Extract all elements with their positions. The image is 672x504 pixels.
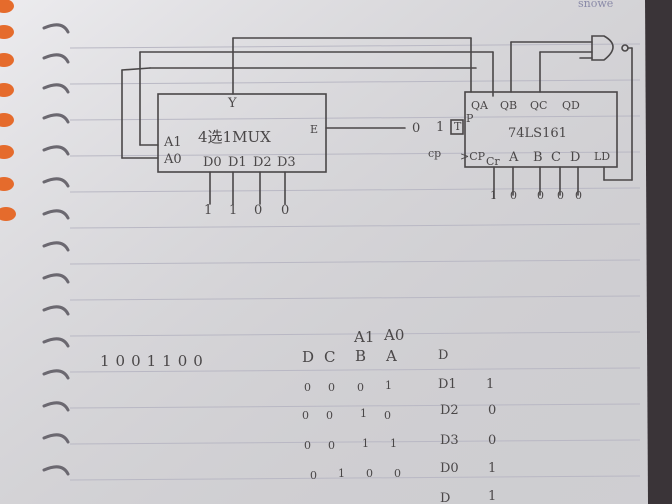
counter-input-b: B (533, 150, 543, 165)
table-col-c: C (324, 348, 336, 366)
enable-link-value: 1 (436, 120, 445, 135)
table-top-a0: A0 (384, 326, 405, 344)
counter-value-c: 0 (557, 189, 564, 202)
table-cell: 1 (362, 437, 369, 450)
table-col-out: D (438, 348, 449, 363)
nand-gate (591, 35, 614, 61)
table-cell: 0 (357, 381, 364, 394)
table-cell: 0 (328, 381, 335, 394)
mux-output-label: Y (228, 96, 237, 111)
mux-enable: E (310, 123, 319, 136)
counter-title: 74LS161 (508, 126, 567, 141)
mux-value-d1: 1 (229, 203, 238, 218)
mux-select-a0: A0 (164, 152, 182, 167)
table-out: 0 (488, 403, 497, 418)
table-cell: 1 (338, 467, 345, 480)
table-out: 1 (488, 461, 497, 476)
spiral-hooks (42, 23, 70, 476)
table-sel: D2 (440, 403, 459, 418)
circuit-wiring (121, 35, 633, 205)
table-col-d: D (302, 348, 315, 366)
counter-p-pin: P (466, 112, 474, 125)
table-cell: 1 (385, 379, 392, 392)
mux-value-d0: 1 (204, 203, 213, 218)
counter-value-d: 0 (575, 189, 582, 202)
mux-box (157, 93, 327, 173)
counter-out-qc: QC (530, 99, 548, 112)
table-sel: D3 (440, 433, 459, 448)
table-col-a: A (386, 347, 397, 365)
counter-ld-pin: LD (594, 150, 611, 163)
mux-input-d1: D1 (228, 155, 247, 170)
counter-out-qb: QB (500, 99, 518, 112)
sequence-text: 1001100 (100, 352, 209, 370)
counter-input-c: C (551, 150, 561, 165)
counter-cr-pin: Cr (486, 155, 500, 168)
table-out: 0 (488, 433, 497, 448)
counter-out-qa: QA (471, 99, 488, 112)
table-cell: 1 (390, 437, 397, 450)
counter-out-qd: QD (562, 99, 580, 112)
table-cell: 0 (394, 467, 401, 480)
table-cell: 1 (360, 407, 367, 420)
table-col-b: B (355, 347, 367, 365)
corner-text: snowe (578, 0, 614, 10)
counter-value-b: 0 (537, 189, 544, 202)
counter-t-pin: T (454, 120, 462, 133)
mux-enable-value: 0 (412, 121, 421, 136)
table-cell: 0 (304, 381, 311, 394)
table-out: 1 (488, 489, 497, 504)
table-sel: D (440, 491, 451, 504)
counter-value-a: 0 (510, 189, 517, 202)
table-out: 1 (486, 377, 495, 392)
counter-cp-label: cp (428, 147, 442, 160)
counter-box (464, 91, 618, 168)
counter-input-d: D (570, 150, 581, 165)
table-cell: 0 (302, 409, 309, 422)
mux-input-d3: D3 (277, 155, 296, 170)
table-sel: D0 (440, 461, 459, 476)
table-cell: 0 (304, 439, 311, 452)
mux-title: 4选1MUX (198, 128, 271, 146)
binder-edge (0, 0, 16, 221)
mux-input-d0: D0 (203, 155, 222, 170)
mux-select-a1: A1 (164, 135, 182, 150)
counter-cp-pin: >CP (460, 150, 486, 163)
table-cell: 0 (384, 409, 391, 422)
ruled-lines (69, 43, 641, 481)
table-top-a1: A1 (354, 328, 375, 346)
counter-input-a: A (509, 150, 519, 165)
table-sel: D1 (438, 377, 457, 392)
mux-value-d2: 0 (254, 203, 263, 218)
table-cell: 0 (310, 469, 317, 482)
mux-value-d3: 0 (281, 203, 290, 218)
mux-input-d2: D2 (253, 155, 272, 170)
table-cell: 0 (328, 439, 335, 452)
table-cell: 0 (366, 467, 373, 480)
counter-value-cr: 1 (490, 189, 497, 202)
table-cell: 0 (326, 409, 333, 422)
